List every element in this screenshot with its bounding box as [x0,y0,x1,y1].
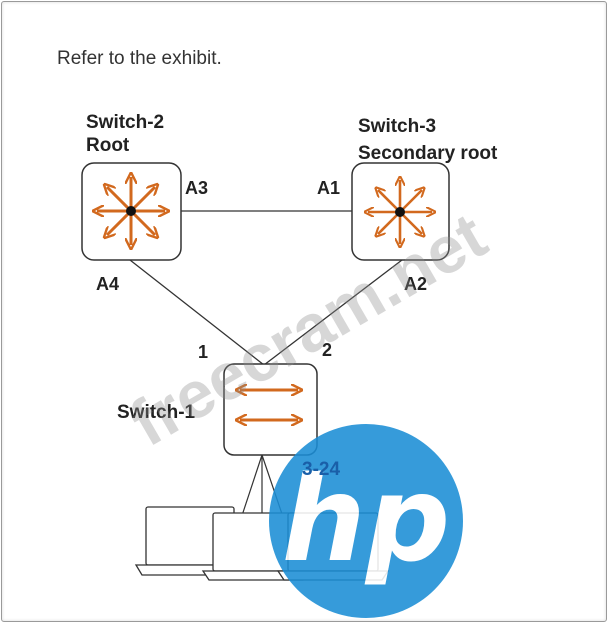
switch-2-name: Switch-2 [86,112,164,133]
switch-3-name: Switch-3 [358,116,436,137]
port-2-label: 2 [322,340,332,360]
layer2-switch-icon [240,390,298,420]
hp-logo-text: hp [282,450,450,588]
switch-3: Switch-3 Secondary root A1 A2 [317,116,498,294]
exhibit-caption: Refer to the exhibit. [57,48,222,69]
port-a4-label: A4 [96,274,119,294]
port-a2-label: A2 [404,274,427,294]
switch-2: Switch-2 Root A3 A4 [81,112,208,294]
port-1-label: 1 [198,342,208,362]
link-a2-port2 [263,259,403,366]
link-a4-port1 [129,259,265,366]
hp-logo-watermark: hp [269,424,463,618]
switch-3-role: Secondary root [358,143,498,164]
layer3-switch-icon [368,180,432,244]
switch-2-role: Root [86,135,130,156]
switch-1-name: Switch-1 [117,402,196,423]
port-a1-label: A1 [317,178,340,198]
layer3-switch-icon [97,177,165,245]
port-range-label: 3-24 [302,459,340,480]
port-a3-label: A3 [185,178,208,198]
